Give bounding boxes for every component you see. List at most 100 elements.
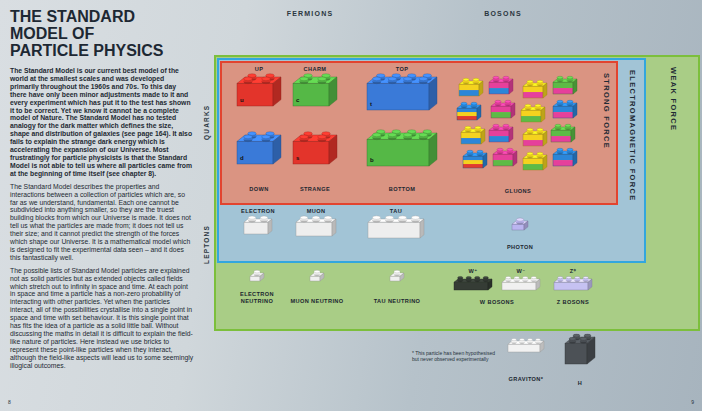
brick-stud xyxy=(493,124,499,127)
brick-stud xyxy=(573,334,580,337)
brick-stud xyxy=(580,337,587,340)
brick-stud xyxy=(373,216,381,220)
brick-front xyxy=(296,223,332,237)
brick-front xyxy=(502,283,536,291)
brick-front xyxy=(457,108,477,112)
particle-brick: ELECTRON xyxy=(236,208,280,240)
brick-holder xyxy=(554,276,592,290)
brick xyxy=(367,130,437,166)
label-slot: W BOSONS xyxy=(467,299,527,305)
brick xyxy=(237,74,281,106)
gluon-brick xyxy=(493,148,517,166)
brick-holder xyxy=(250,270,264,281)
brick-holder: t xyxy=(367,74,437,110)
brick-outline xyxy=(463,156,483,168)
particle-label: MUON NEUTRINO xyxy=(290,298,343,304)
particle-brick: UPu xyxy=(234,66,284,110)
particle-brick: bBOTTOM xyxy=(364,130,440,192)
brick-front xyxy=(454,283,488,291)
page-number: 8 xyxy=(8,399,28,405)
particle-label: GLUONS xyxy=(505,188,531,194)
brick-front xyxy=(553,112,573,118)
brick-outline xyxy=(457,108,477,120)
brick-stud xyxy=(527,152,533,155)
brick-stud xyxy=(531,277,536,279)
brick-holder xyxy=(310,270,324,281)
row-heading: LEPTONS xyxy=(204,225,211,264)
brick-front xyxy=(508,344,540,352)
brick xyxy=(502,277,540,291)
brick-side xyxy=(400,273,404,281)
label-slot: The possible lists of Standard Model par… xyxy=(10,267,194,370)
force-label: STRONG FORCE xyxy=(603,73,611,149)
particle-label: BOTTOM xyxy=(389,186,416,192)
particle-label: STRANGE xyxy=(300,186,330,192)
particle-symbol: s xyxy=(296,155,299,161)
brick-outline xyxy=(489,82,509,94)
brick-front xyxy=(512,224,524,230)
brick-stud xyxy=(373,133,381,137)
brick-side xyxy=(329,135,337,164)
label-slot: Z BOSONS xyxy=(543,299,603,305)
brick-stud xyxy=(465,126,471,129)
brick-stud xyxy=(555,124,561,127)
brick-front xyxy=(491,112,511,118)
gluon-brick xyxy=(553,76,577,94)
lego-brick xyxy=(296,216,336,236)
brick-stud xyxy=(497,148,503,151)
brick-side xyxy=(543,155,547,170)
row-heading: QUARKS xyxy=(204,104,211,139)
brick-holder xyxy=(296,216,336,236)
brick-front xyxy=(493,160,513,166)
gluon-brick xyxy=(459,78,483,96)
brick-stud xyxy=(399,216,407,220)
body-paragraph: The Standard Model describes the propert… xyxy=(10,183,194,262)
particle-label: DOWN xyxy=(249,186,268,192)
particle-label: UP xyxy=(255,66,264,72)
brick-side xyxy=(588,279,592,290)
brick-stud xyxy=(566,277,571,279)
brick-holder: c xyxy=(293,74,337,106)
gluon-bricks xyxy=(453,74,583,170)
gluon-brick xyxy=(551,124,575,142)
brick-stud xyxy=(584,334,591,337)
brick-side xyxy=(332,219,336,236)
brick-front xyxy=(244,223,268,235)
particle-label: ELECTRON NEUTRINO xyxy=(227,291,287,304)
lego-brick xyxy=(368,216,424,238)
brick-stud xyxy=(575,277,580,279)
brick-stud xyxy=(404,77,412,81)
brick-front xyxy=(553,88,573,94)
particle-brick: TAU NEUTRINO xyxy=(368,270,426,304)
gluon-brick xyxy=(457,102,481,120)
brick-stud xyxy=(503,76,509,79)
brick-side xyxy=(524,221,528,230)
brick-stud xyxy=(312,216,319,219)
brick-front xyxy=(463,160,483,164)
brick-outline xyxy=(523,86,543,98)
brick-stud xyxy=(537,128,543,131)
page-number: 9 xyxy=(674,399,694,405)
brick-outline xyxy=(491,106,511,118)
group-label: W BOSONS xyxy=(467,299,527,305)
brick-holder xyxy=(368,216,424,238)
brick-stud xyxy=(386,216,394,220)
brick-side xyxy=(573,103,577,118)
particle-brick: CHARMc xyxy=(290,66,340,110)
brick-front xyxy=(523,86,543,92)
brick-stud xyxy=(473,78,479,81)
brick-outline xyxy=(493,154,513,166)
brick-front xyxy=(457,116,477,120)
brick-stud xyxy=(300,77,308,81)
brick-stud xyxy=(536,339,541,341)
brick-side xyxy=(543,131,547,146)
brick-side xyxy=(540,341,544,352)
brick-front xyxy=(565,343,587,364)
brick-front xyxy=(521,110,541,116)
brick-front xyxy=(551,130,571,136)
weak-force-region: UPuCHARMcTOPtdDOWNsSTRANGEbBOTTOMGLUONSS… xyxy=(214,55,700,331)
gluon-brick xyxy=(523,128,547,146)
brick-front xyxy=(553,154,573,160)
brick-stud xyxy=(507,148,513,151)
brick-outline xyxy=(553,154,573,166)
